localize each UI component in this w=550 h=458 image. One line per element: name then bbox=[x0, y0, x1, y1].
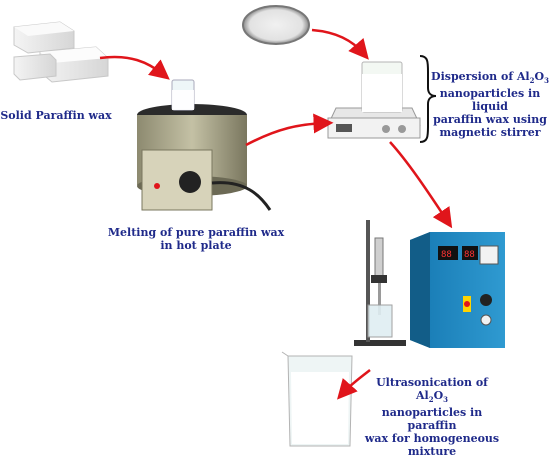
hot-plate-image bbox=[137, 79, 272, 211]
final-beaker-image bbox=[281, 351, 353, 447]
melting-caption-line1: Melting of pure paraffin wax bbox=[107, 226, 285, 239]
dispersion-caption-line1: Dispersion of Al2O3 bbox=[431, 70, 549, 86]
dispersion-caption-line2: nanoparticles in liquid bbox=[439, 87, 541, 114]
dispersion-caption: Dispersion of Al2O3 nanoparticles in liq… bbox=[430, 70, 550, 139]
flow-arrows bbox=[99, 28, 453, 400]
solid-wax-image bbox=[13, 21, 109, 83]
ultrasonication-caption-line2: nanoparticles in paraffin bbox=[381, 406, 483, 433]
ultrasonicator-image: 88 88 bbox=[354, 220, 505, 348]
brace bbox=[419, 55, 437, 143]
svg-text:88: 88 bbox=[464, 250, 475, 260]
ultrasonication-caption-line4: mixture bbox=[407, 445, 457, 458]
ultrasonication-caption: Ultrasonication of Al2O3 nanoparticles i… bbox=[362, 376, 502, 458]
solid-wax-caption: Solid Paraffin wax bbox=[0, 109, 112, 122]
ultrasonication-caption-line1: Ultrasonication of Al2O3 bbox=[376, 376, 488, 405]
svg-text:88: 88 bbox=[441, 250, 452, 260]
ultrasonication-caption-line3: wax for homogeneous bbox=[364, 432, 500, 446]
dispersion-caption-line3: paraffin wax using bbox=[433, 113, 547, 127]
melting-caption-line2: in hot plate bbox=[160, 239, 232, 252]
petri-dish-image bbox=[242, 5, 310, 45]
melting-caption: Melting of pure paraffin wax in hot plat… bbox=[103, 226, 289, 252]
dispersion-caption-line4: magnetic stirrer bbox=[439, 126, 541, 140]
magnetic-stirrer-image bbox=[327, 61, 421, 139]
